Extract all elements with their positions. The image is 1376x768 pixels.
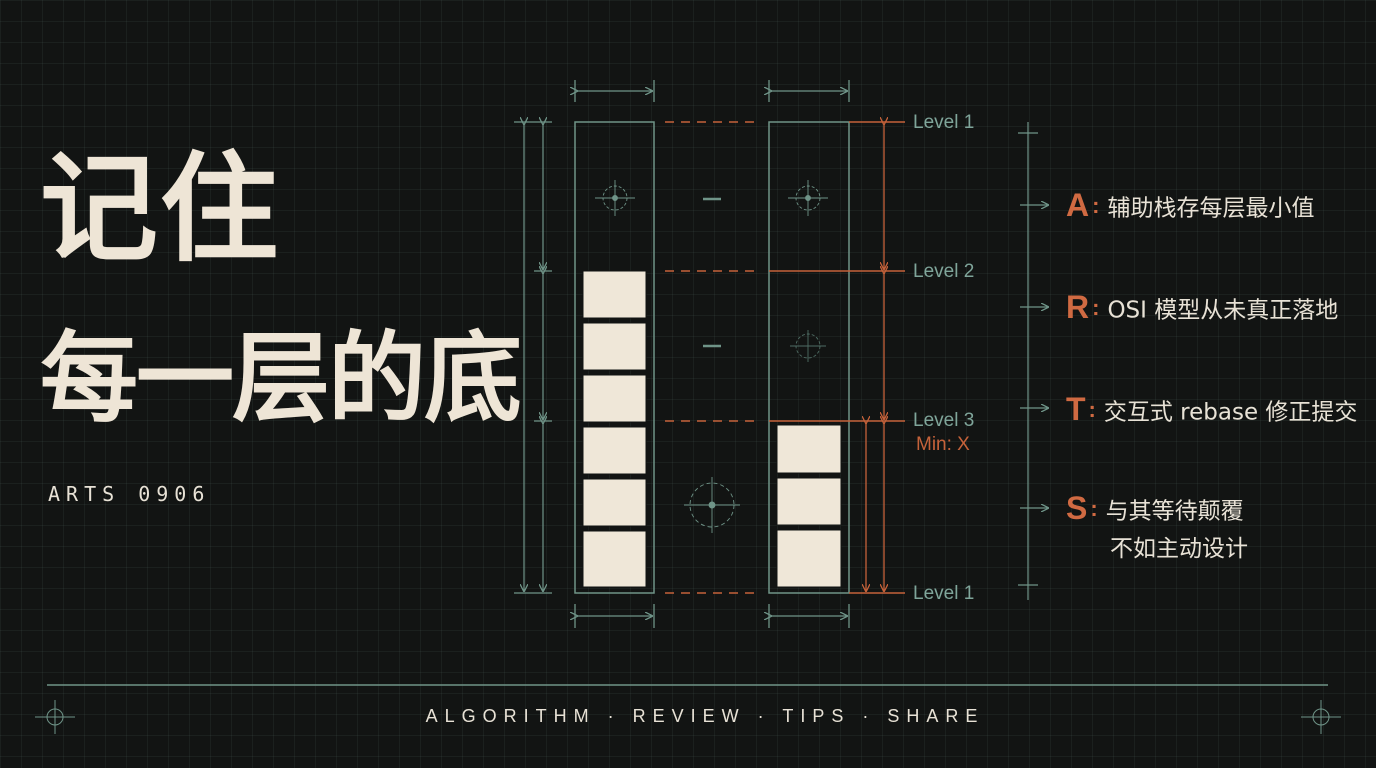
title-line-1: 记住 [40, 139, 281, 278]
crosshair-icon [35, 700, 75, 734]
crosshair-icon [595, 180, 635, 216]
arts-letter: A [1066, 187, 1090, 223]
arts-letter: T [1066, 391, 1086, 427]
level-label-3: Level 3 [913, 410, 975, 431]
arts-text: 与其等待颠覆 [1105, 498, 1244, 525]
level-label-1-top: Level 1 [913, 112, 975, 133]
stack-block [776, 529, 842, 588]
height-dimension-right [866, 124, 884, 591]
level-label-2: Level 2 [913, 261, 975, 282]
level-label-1-bottom: Level 1 [913, 583, 975, 604]
arts-text: 交互式 rebase 修正提交 [1103, 399, 1358, 426]
arts-item-r: R:OSI 模型从未真正落地 [1066, 289, 1339, 325]
width-dimension-bottom [575, 604, 850, 628]
arts-text: 辅助栈存每层最小值 [1107, 195, 1315, 222]
crosshair-icon [684, 477, 740, 533]
arts-text: OSI 模型从未真正落地 [1107, 297, 1339, 324]
crosshair-icon [788, 180, 828, 216]
stack-block [582, 426, 647, 475]
stack-block [582, 478, 647, 527]
arts-item-a: A:辅助栈存每层最小值 [1066, 187, 1315, 223]
arts-text-line-2: 不如主动设计 [1110, 536, 1248, 562]
height-dimension-left [514, 122, 552, 594]
arts-item-s: S:与其等待颠覆 不如主动设计 [1066, 490, 1248, 562]
crosshair-icon [790, 330, 826, 362]
issue-code: ARTS 0906 [48, 482, 211, 506]
stack-block [582, 530, 647, 588]
arts-item-t: T:交互式 rebase 修正提交 [1066, 391, 1358, 427]
min-stack-column [768, 121, 850, 594]
stack-block [582, 322, 647, 371]
title-line-2: 每一层的底 [40, 321, 522, 436]
arts-letter: S [1066, 490, 1088, 526]
arts-letter: R [1066, 289, 1090, 325]
min-value-label: Min: X [916, 434, 970, 455]
stack-block [582, 374, 647, 423]
stack-block [582, 270, 647, 319]
width-dimension-top [575, 80, 850, 102]
crosshair-icon [1301, 700, 1341, 734]
main-stack-column [574, 121, 655, 594]
stack-block [776, 477, 842, 526]
arts-rail [1018, 122, 1048, 600]
stack-block [776, 424, 842, 474]
footer-tagline: ALGORITHM · REVIEW · TIPS · SHARE [425, 706, 985, 726]
min-stack-blocks [776, 424, 842, 588]
main-stack-blocks [582, 270, 647, 588]
